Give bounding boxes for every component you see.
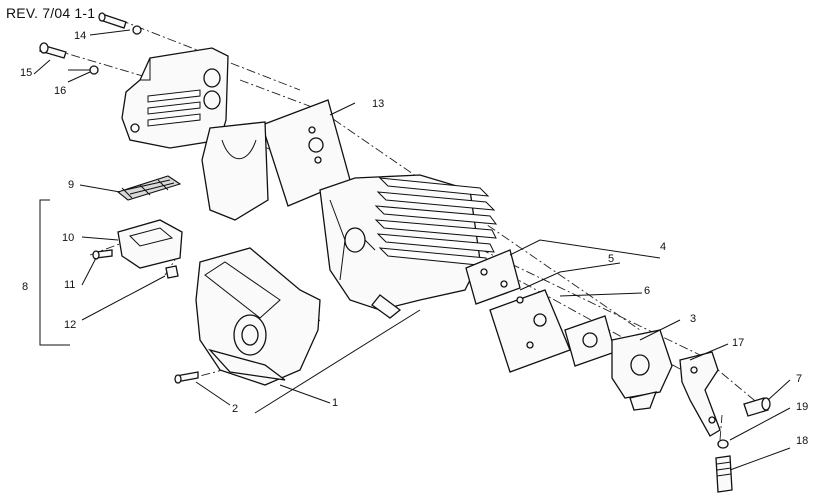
callout-14: 14: [74, 30, 86, 42]
callout-9: 9: [68, 179, 74, 191]
filter-element: [116, 175, 182, 201]
screw-14: [98, 12, 142, 35]
callout-13: 13: [372, 98, 384, 110]
callout-16: 16: [54, 85, 66, 97]
callout-4: 4: [660, 241, 666, 253]
filter-base: [117, 219, 183, 269]
gasket-5: [564, 315, 616, 367]
filter-housing: [201, 121, 269, 221]
callout-6: 6: [644, 285, 650, 297]
gasket-6: [465, 249, 521, 305]
bracket-17: [679, 351, 721, 437]
screw-2: [174, 371, 199, 384]
callout-15: 15: [20, 67, 32, 79]
callout-numbers: 14 15 16 13 9 10 8 11 12 4 5 6 3 17 7 19…: [20, 30, 808, 447]
callout-8: 8: [22, 281, 28, 293]
callout-5: 5: [608, 253, 614, 265]
callout-2: 2: [232, 403, 238, 415]
air-filter-cover: [121, 47, 229, 149]
callout-12: 12: [64, 319, 76, 331]
crankcase: [195, 247, 321, 386]
screw-15: [39, 42, 67, 59]
callout-17: 17: [732, 337, 744, 349]
revision-label: REV. 7/04 1-1: [6, 5, 96, 21]
stud-18: [715, 455, 733, 493]
cylinder-block: [319, 174, 498, 319]
carburetor-adapter: [611, 329, 673, 411]
callout-10: 10: [62, 232, 74, 244]
callout-1: 1: [332, 397, 338, 409]
washer-16: [89, 65, 99, 75]
screw-11: [92, 249, 113, 260]
callout-3: 3: [690, 313, 696, 325]
callout-18: 18: [796, 435, 808, 447]
callout-7: 7: [796, 373, 802, 385]
washer-19: [717, 439, 729, 449]
nut-12: [165, 265, 179, 279]
filter-plate: [261, 99, 351, 207]
screw-7: [743, 397, 771, 417]
callout-11: 11: [64, 279, 75, 291]
callout-19: 19: [796, 401, 808, 413]
callout-leaders: [33, 29, 791, 471]
